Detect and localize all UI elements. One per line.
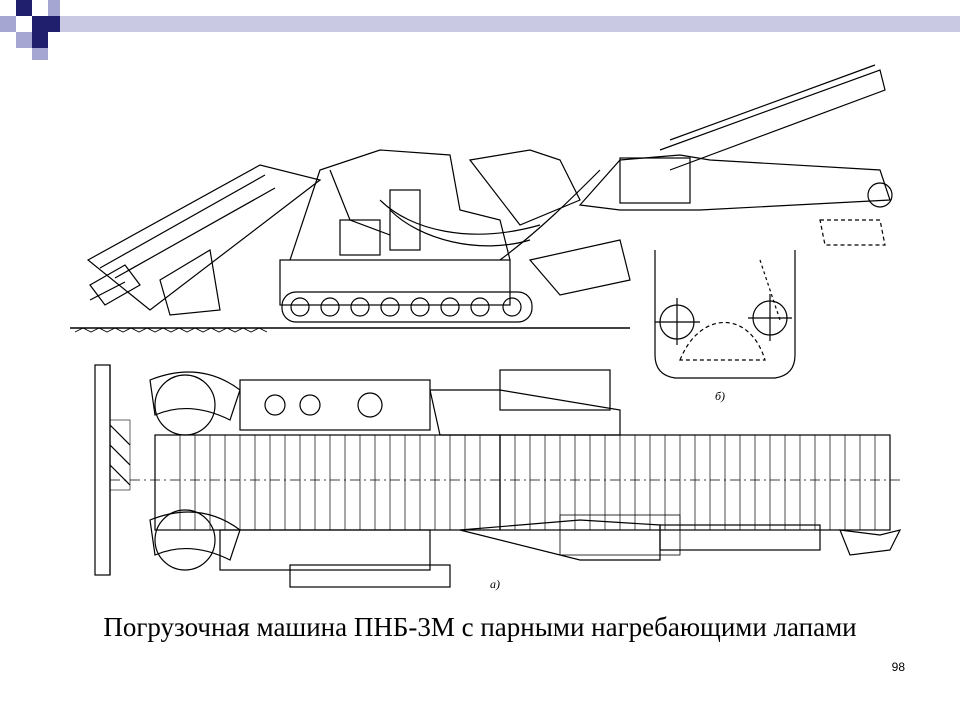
plan-view: [94, 364, 902, 588]
side-view: [70, 64, 893, 333]
slide-caption: Погрузочная машина ПНБ-3М с парными нагр…: [103, 612, 857, 642]
detail-label: б): [715, 389, 725, 403]
machine-drawing: б) а): [70, 64, 902, 591]
plan-label: а): [490, 577, 500, 591]
page-number: 98: [891, 660, 905, 674]
header-bar: [60, 16, 960, 32]
detail-view: [654, 250, 796, 379]
